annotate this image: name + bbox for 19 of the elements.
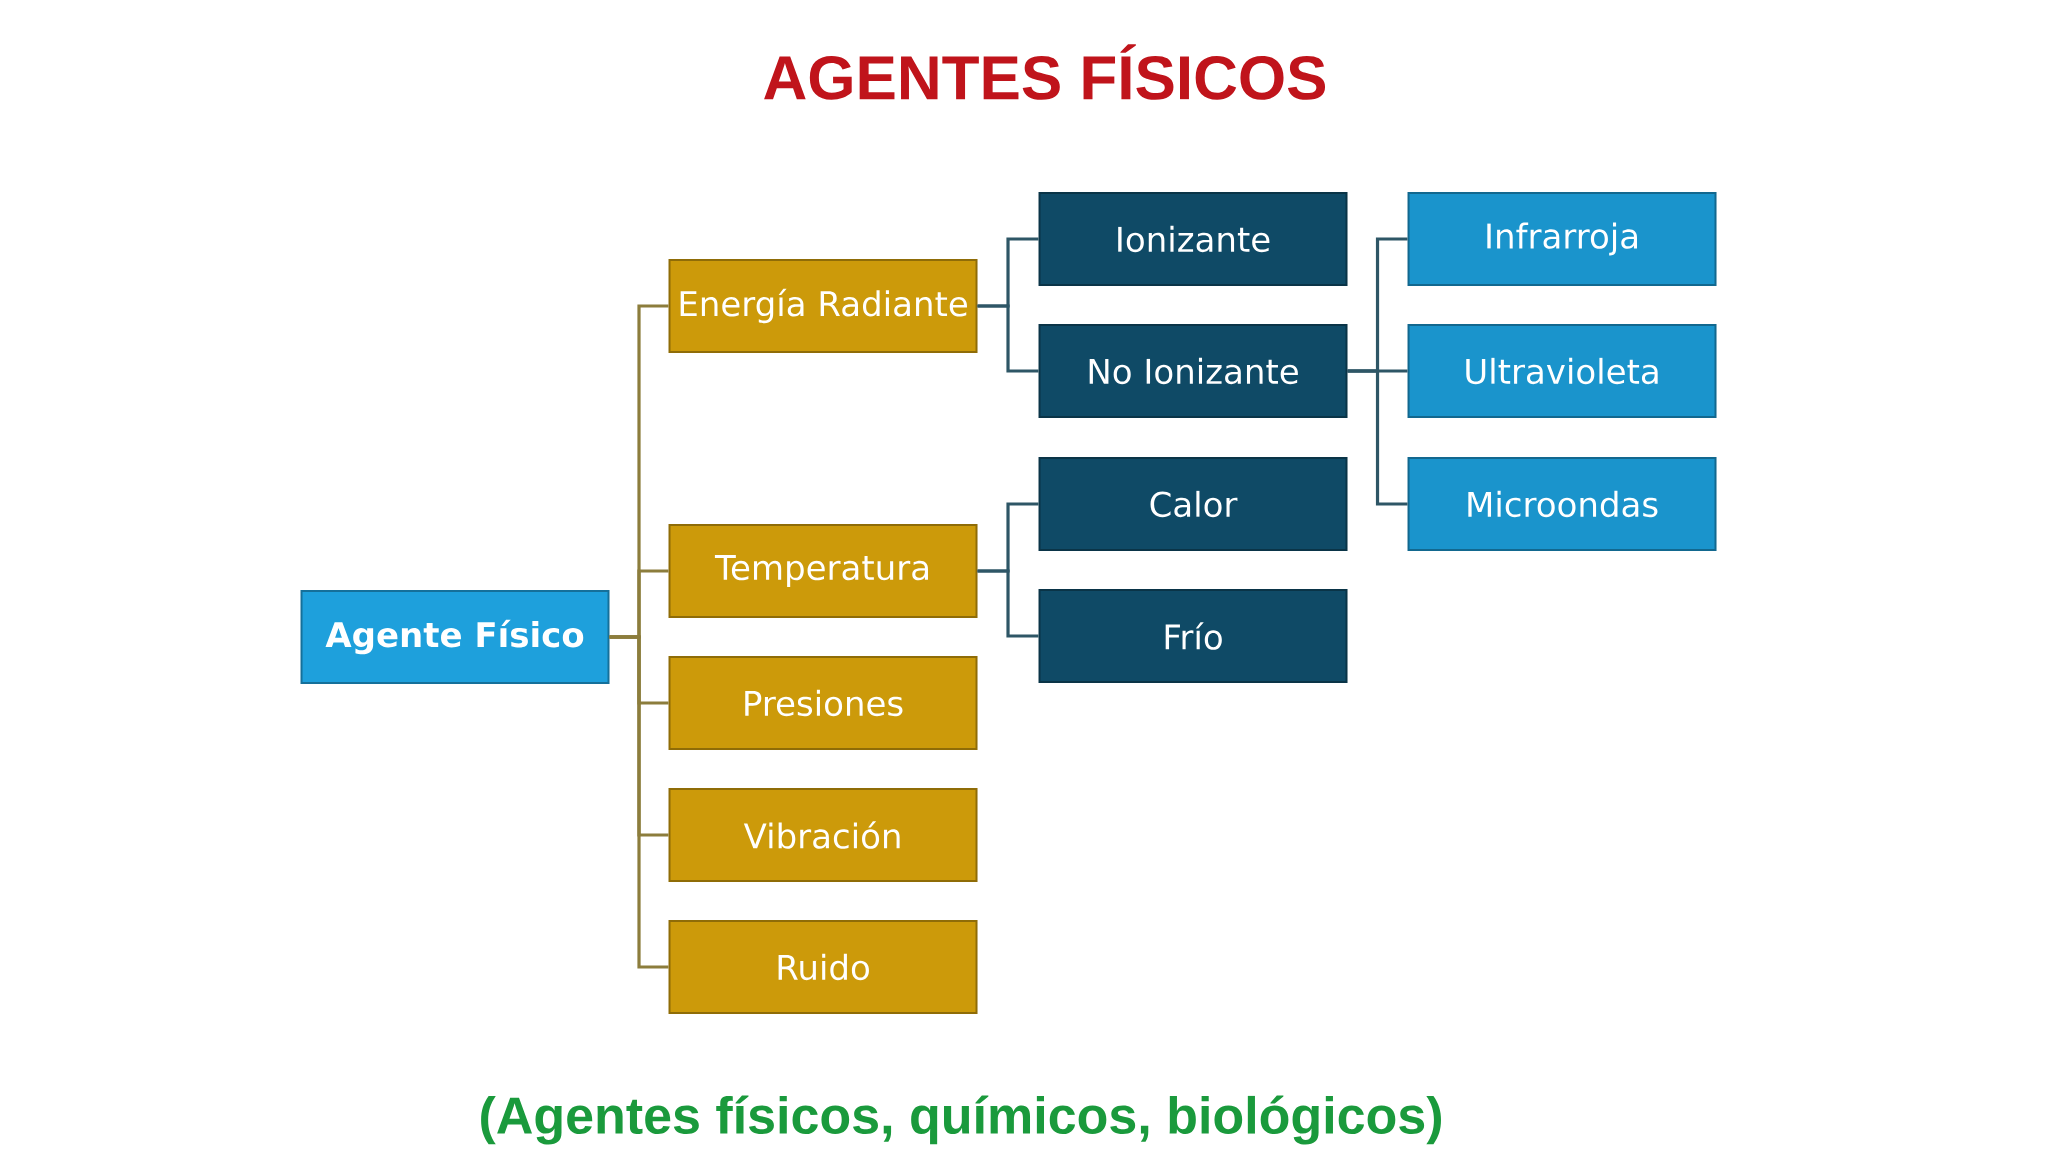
box: No Ionizante — [1038, 324, 1348, 418]
box: Infrarroja — [1407, 192, 1717, 286]
box: Ruido — [668, 920, 978, 1014]
box: Temperatura — [668, 524, 978, 618]
box: Presiones — [668, 656, 978, 750]
connector — [609, 635, 669, 969]
box: Ionizante — [1038, 192, 1348, 286]
box: Calor — [1038, 457, 1348, 551]
connector — [1347, 369, 1408, 506]
box: Frío — [1038, 589, 1348, 683]
box: Microondas — [1407, 457, 1717, 551]
caption: (Agentes físicos, químicos, biológicos) — [481, 1095, 1441, 1145]
title: AGENTES FÍSICOS — [764, 44, 1326, 100]
connector — [977, 569, 1039, 638]
box: Ultravioleta — [1407, 324, 1717, 418]
box: Agente Físico — [300, 590, 610, 684]
box: Energía Radiante — [668, 259, 978, 353]
connector — [977, 304, 1039, 373]
box: Vibración — [668, 788, 978, 882]
